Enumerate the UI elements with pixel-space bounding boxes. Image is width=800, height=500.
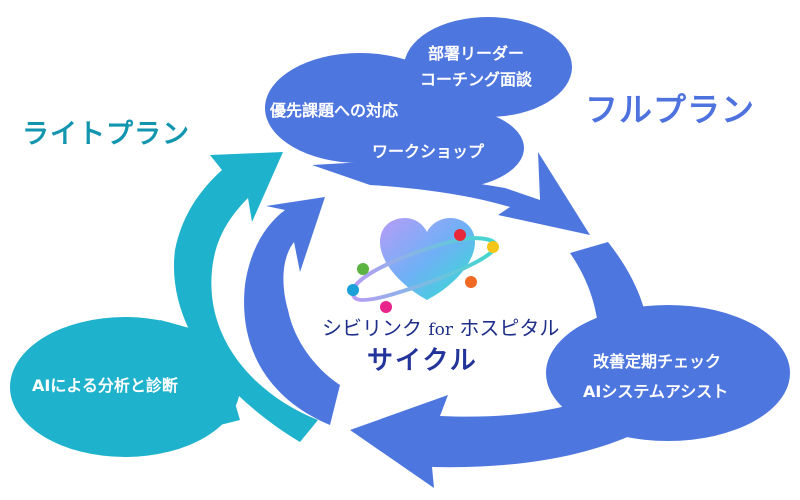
full-plan-cloud: [265, 17, 590, 235]
priority-label: 優先課題への対応: [270, 101, 399, 120]
full-plan-label: フルプラン: [585, 90, 755, 129]
logo-subtitle: サイクル: [367, 346, 478, 376]
logo-brand-title: シビリンク for ホスピタル: [322, 312, 559, 341]
check-label-line2: AIシステムアシスト: [583, 382, 729, 401]
coaching-label-line1: 部署リーダー: [428, 44, 525, 63]
logo-brand-for: for: [428, 320, 454, 340]
workshop-label: ワークショップ: [372, 142, 485, 161]
check-label-line1: 改善定期チェック: [593, 352, 722, 371]
light-plan-arrow: [173, 152, 318, 442]
check-bubble: [546, 305, 790, 441]
light-plan-label: ライトプラン: [22, 119, 190, 150]
left-return-arrow: [244, 197, 340, 425]
logo-brand-pre: シビリンク: [322, 316, 422, 340]
heart-planet-icon: [347, 218, 499, 313]
ai-analysis-label: AIによる分析と診断: [32, 376, 178, 395]
coaching-label-line2: コーチング面談: [420, 70, 533, 89]
logo-brand-post: ホスピタル: [459, 316, 560, 340]
ai-bubble-tail: [160, 320, 240, 430]
